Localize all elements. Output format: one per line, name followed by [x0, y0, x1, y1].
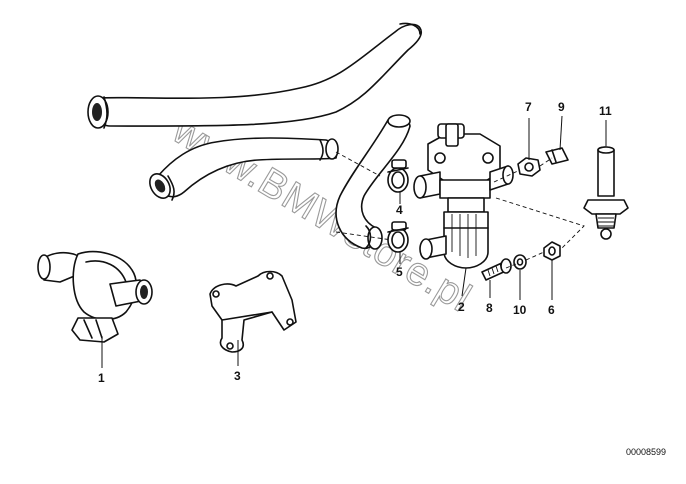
label-part-2: 2: [458, 300, 465, 314]
label-part-1: 1: [98, 371, 105, 385]
screw-8: [481, 258, 512, 281]
label-part-4: 4: [396, 203, 403, 217]
long-upper-hose: [87, 22, 423, 129]
label-part-3: 3: [234, 369, 241, 383]
label-part-8: 8: [486, 301, 493, 315]
water-pump-1: [37, 250, 153, 343]
image-code: 00008599: [625, 447, 666, 457]
valve-assembly: [413, 123, 514, 269]
temperature-sensor-11: [583, 146, 629, 240]
label-part-11: 11: [599, 104, 612, 118]
nut-7: [517, 157, 541, 177]
hose-clamp-4: [387, 159, 409, 193]
washer-10: [513, 254, 527, 270]
label-part-7: 7: [525, 100, 532, 114]
bracket-3: [209, 270, 297, 353]
label-part-5: 5: [396, 265, 403, 279]
hose-clamp-5: [387, 221, 409, 253]
middle-hose: [149, 137, 339, 201]
label-part-10: 10: [513, 303, 527, 317]
nut-6: [543, 241, 561, 261]
label-part-9: 9: [558, 100, 565, 114]
clip-nut-9: [545, 147, 569, 165]
assembly-lines: [335, 151, 585, 269]
elbow-hose: [335, 114, 411, 250]
leader-lines: [101, 115, 607, 368]
label-part-6: 6: [548, 303, 555, 317]
